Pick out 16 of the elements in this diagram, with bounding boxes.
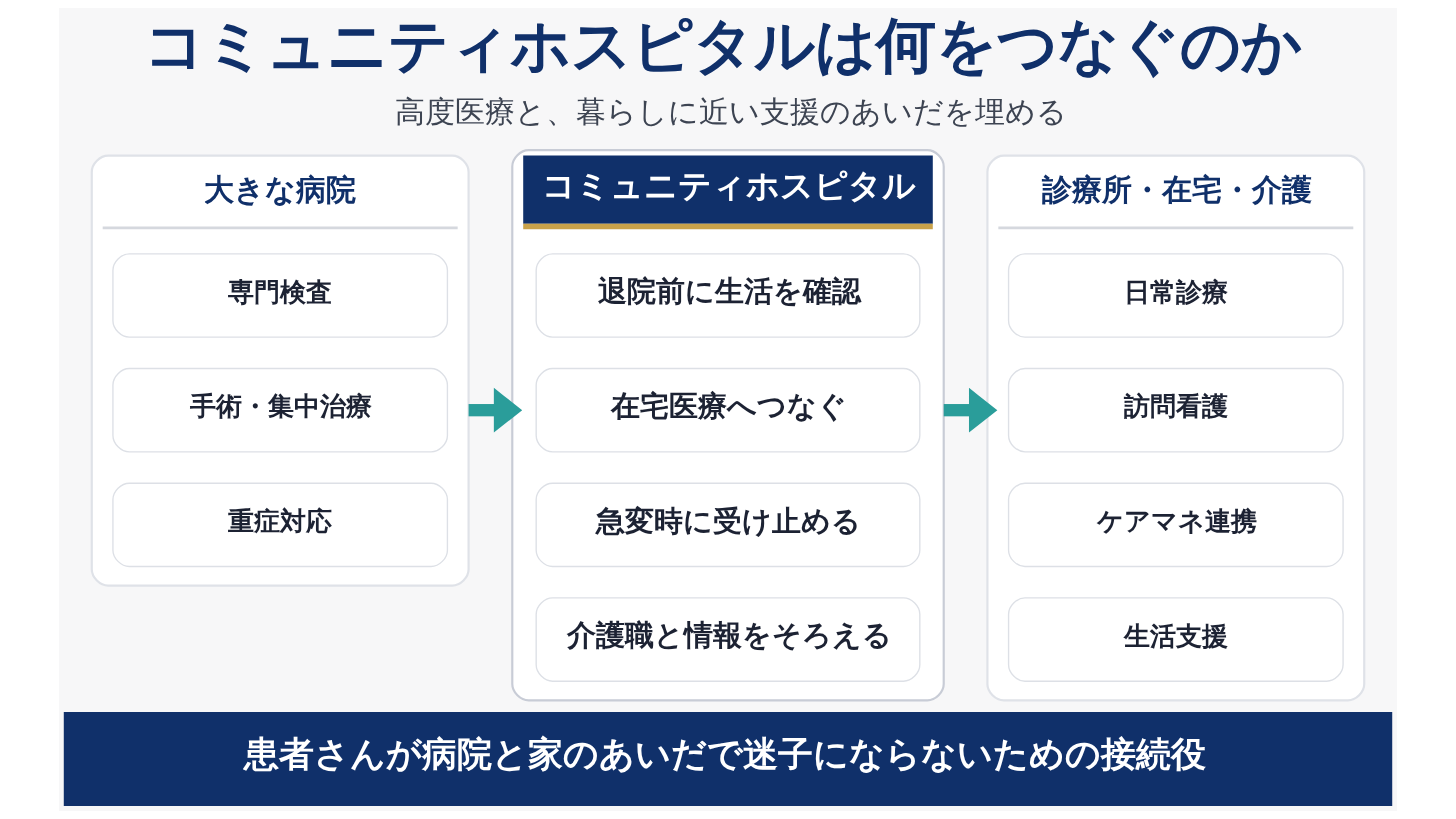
arrow: [468, 387, 523, 433]
node-box: 日常診療: [1007, 253, 1344, 338]
node-box: 訪問看護: [1007, 367, 1344, 453]
node-box: 急変時に受け止める: [535, 482, 921, 568]
node-box: ケアマネ連携: [1007, 482, 1344, 568]
node-box: 生活支援: [1007, 597, 1344, 682]
label: 高度医療と、暮らしに近い支援のあいだを埋める: [394, 94, 1067, 130]
node-box: 介護職と情報をそろえる: [535, 597, 921, 682]
node-box: 在宅医療へつなぐ: [535, 367, 921, 453]
arrow: [943, 387, 998, 433]
node-box: 退院前に生活を確認: [535, 253, 921, 338]
diagram-title: コミュニティホスピタルは何をつなぐのか: [144, 9, 1303, 80]
node-box: 患者さんが病院と家のあいだで迷子にならないための接続役: [63, 711, 1393, 807]
node-box: 手術・集中治療: [112, 367, 449, 453]
node-box: 重症対応: [112, 482, 449, 568]
node-box: 専門検査: [112, 253, 449, 338]
